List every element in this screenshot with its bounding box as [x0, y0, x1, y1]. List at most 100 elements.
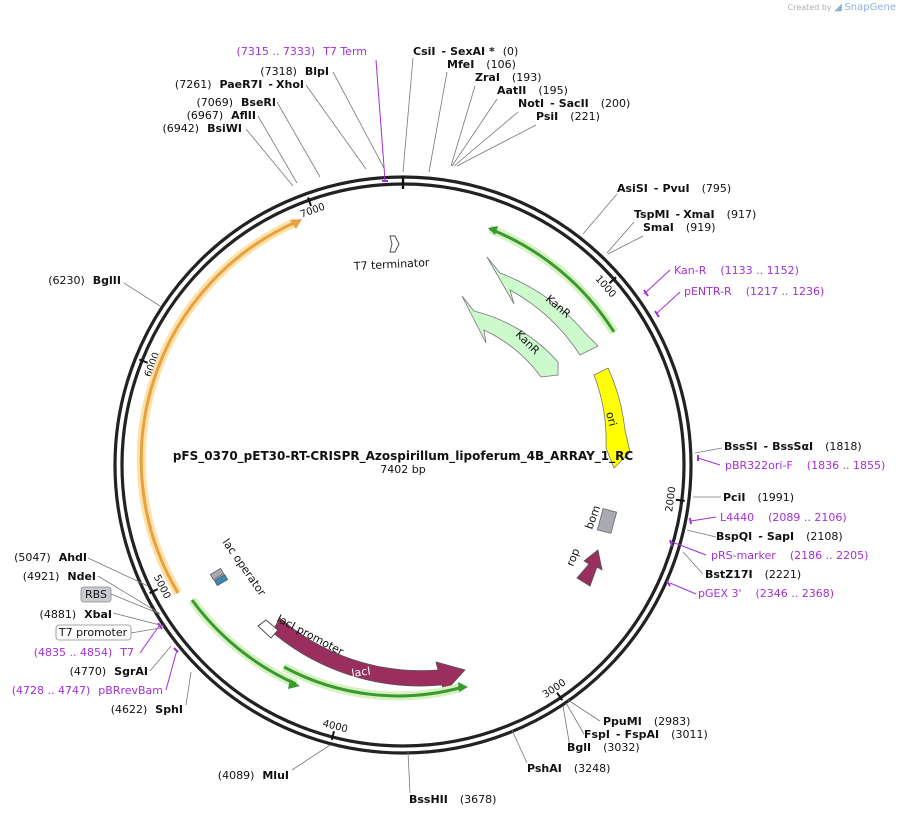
green-feature-top-arc [489, 227, 616, 333]
leader-zrai [450, 85, 476, 167]
leader-pshai [511, 729, 528, 764]
leader-sgrai [149, 645, 172, 672]
tick-label-7000: 7000 [299, 202, 327, 221]
leader-mfei [428, 71, 448, 173]
leader-pbr322orif [697, 457, 721, 466]
site-sphi: (4622)SphI [111, 703, 183, 716]
tick-mark-4000 [330, 730, 335, 741]
boxed-leaders [110, 593, 161, 634]
tick-mark-1000 [608, 276, 617, 285]
snapgene-credit: Created by ◢ SnapGene [788, 2, 896, 13]
site-smai: SmaI(919) [643, 221, 716, 234]
lac-operator-feature-2 [213, 573, 229, 587]
leader-noti [453, 111, 519, 167]
ori-label: ori [603, 410, 619, 427]
leader-pbrrevbam [165, 649, 178, 691]
snapgene-logo: ◢ [834, 2, 842, 13]
rbs-box: RBS [80, 586, 112, 603]
leader-xbai [112, 612, 165, 627]
marker-pentr [654, 310, 660, 318]
marker-t7 [157, 622, 163, 630]
site-zrai: ZraI(193) [475, 71, 542, 84]
marker-pgex3 [666, 580, 671, 587]
leader-bstz17i [682, 551, 704, 575]
enzyme-labels-right: CsiI-SexAI *(0) MfeI(106) ZraI(193) AatI… [409, 45, 862, 806]
t7-terminator-feature [389, 235, 400, 253]
leader-kanr [643, 269, 671, 295]
site-bsssi: BssSI-BssSαI(1818) [724, 440, 862, 453]
marker-pbrrevbam [173, 647, 179, 653]
primer-labels: (7315 .. 7333)T7 Term Kan-R(1133 .. 1152… [12, 45, 886, 697]
rop-feature [576, 549, 603, 587]
leader-csii [402, 57, 414, 173]
tick-mark-2000 [675, 498, 685, 502]
tick-label-2000: 2000 [664, 486, 678, 513]
orange-feature-arc [139, 220, 297, 594]
leader-bgli [562, 705, 571, 748]
site-paer7i: (7261)PaeR7I-XhoI [175, 78, 304, 91]
primer-t7: (4835 .. 4854)T7 [34, 646, 134, 659]
leader-aflii [257, 115, 298, 184]
leader-aatii [451, 98, 498, 167]
leader-bsshii [407, 751, 411, 794]
laci-feature [271, 617, 466, 694]
leader-sphi [185, 671, 192, 706]
site-aflii: (6967)AflII [187, 109, 256, 122]
leader-paer7i [305, 84, 367, 170]
leader-bsssi [694, 447, 723, 454]
credit-brand: SnapGene [844, 2, 896, 13]
site-noti: NotI-SacII(200) [518, 97, 630, 110]
site-aatii: AatII(195) [497, 84, 568, 97]
site-bglii: (6230)BglII [48, 274, 121, 287]
primer-l4440: L4440(2089 .. 2106) [720, 511, 847, 524]
leader-ndei [97, 575, 160, 614]
site-bsiwi: (6942)BsiWI [162, 122, 242, 135]
plasmid-name: pFS_0370_pET30-RT-CRISPR_Azospirillum_li… [173, 449, 634, 464]
leader-bsiwi [245, 128, 294, 187]
marker-kanr [643, 289, 649, 297]
site-ndei: (4921)NdeI [23, 570, 96, 583]
primer-pbrrevbam: (4728 .. 4747)pBRrevBam [12, 684, 163, 697]
laci-label: lacI [351, 664, 372, 680]
green-feature-top-arrowhead [488, 226, 498, 235]
orange-feature-glow [136, 217, 298, 596]
site-fspi: FspI-FspAI(3011) [584, 728, 708, 741]
marker-l4440 [689, 517, 692, 525]
credit-prefix: Created by [787, 3, 832, 12]
leader-l4440 [690, 516, 717, 522]
kanr-feature-2 [461, 295, 559, 378]
site-mfei: MfeI(106) [447, 58, 516, 71]
leader-fspi [565, 702, 585, 735]
lac-operator-label: lac operator [220, 536, 269, 598]
primer-pentr: pENTR-R(1217 .. 1236) [684, 285, 824, 298]
primer-t7term: (7315 .. 7333)T7 Term [237, 45, 367, 58]
site-sgrai: (4770)SgrAI [70, 665, 148, 678]
leader-ppumi [567, 699, 601, 722]
plasmid-length: 7402 bp [380, 463, 425, 476]
leader-bglii [123, 282, 161, 307]
tick-mark-7000 [307, 197, 312, 207]
site-psii: PsiI(221) [536, 110, 600, 123]
leader-tspmi [606, 221, 635, 254]
leader-t7 [139, 625, 160, 654]
ori-feature [593, 367, 631, 469]
site-xbai: (4881)XbaI [40, 608, 112, 621]
leader-bseri [276, 101, 321, 178]
marker-prsmarker [669, 539, 673, 547]
leader-rbs [110, 593, 161, 615]
bom-feature [596, 508, 618, 534]
t7-terminator-label: T7 terminator [352, 256, 430, 273]
enzyme-labels-left: (4089)MluI (4622)SphI (4770)SgrAI (4881)… [14, 65, 329, 782]
leader-ahdi [87, 557, 149, 587]
site-pshai: PshAI(3248) [527, 762, 610, 775]
primer-pgex3: pGEX 3'(2346 .. 2368) [698, 587, 834, 600]
rbs-label: RBS [85, 588, 107, 601]
site-asisi: AsiSI-PvuI(795) [617, 182, 731, 195]
tick-mark-3000 [556, 692, 564, 701]
lac-operator-feature-1 [209, 567, 225, 581]
site-csii: CsiI-SexAI *(0) [413, 45, 518, 58]
primer-prsmarker: pRS-marker(2186 .. 2205) [711, 549, 868, 562]
laci-promoter-feature [257, 619, 279, 639]
site-tspmi: TspMI-XmaI(917) [634, 208, 756, 221]
